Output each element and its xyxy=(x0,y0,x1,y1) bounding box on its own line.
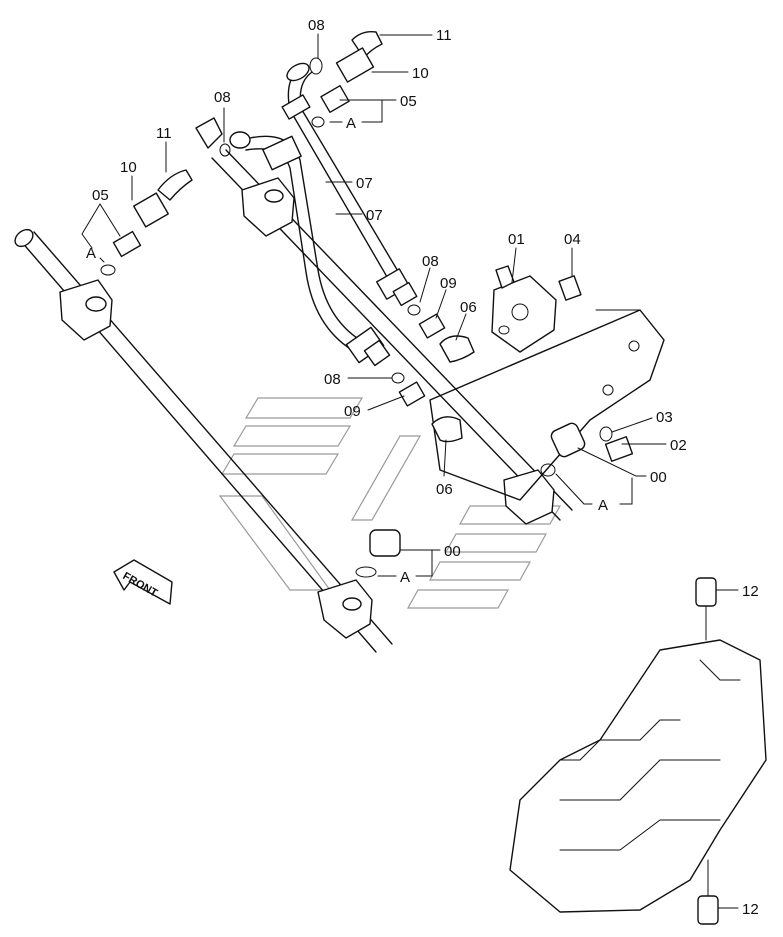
callout-07-upper: 07 xyxy=(356,175,373,192)
callout-a-left: A xyxy=(86,245,96,262)
callout-09-lower: 09 xyxy=(344,403,361,420)
callout-a-bottom: A xyxy=(400,569,410,586)
hose-07-lower xyxy=(229,131,391,367)
callout-12-bottom: 12 xyxy=(742,901,759,918)
callout-11-left: 11 xyxy=(156,125,172,142)
callout-a-right: A xyxy=(598,497,608,514)
callout-00-right: 00 xyxy=(650,469,667,486)
leader-lines xyxy=(81,33,739,909)
callout-02: 02 xyxy=(670,437,687,454)
control-valve-assembly xyxy=(509,577,767,925)
callout-00-bottom: 00 xyxy=(444,543,461,560)
left-fittings-group xyxy=(100,143,231,276)
callout-08-lower: 08 xyxy=(324,371,341,388)
upper-fittings-group xyxy=(309,30,383,128)
left-cylinder-tube xyxy=(14,228,393,653)
callout-a-top: A xyxy=(346,115,356,132)
callout-08-mid: 08 xyxy=(214,89,231,106)
callout-01: 01 xyxy=(508,231,525,248)
plugs-group xyxy=(355,422,634,578)
callout-03: 03 xyxy=(656,409,673,426)
front-direction-marker: FRONT xyxy=(113,559,173,605)
callout-04: 04 xyxy=(564,231,581,248)
callout-05-top: 05 xyxy=(400,93,417,110)
callout-08-right: 08 xyxy=(422,253,439,270)
valve-block-01 xyxy=(491,265,582,353)
bracket-plate xyxy=(429,309,665,501)
callout-labels: 08 11 10 05 A 08 11 10 05 A 07 07 01 04 … xyxy=(86,17,759,918)
callout-11-top: 11 xyxy=(436,27,452,44)
callout-10-top: 10 xyxy=(412,65,429,82)
callout-08-top: 08 xyxy=(308,17,325,34)
callout-10-left: 10 xyxy=(120,159,137,176)
callout-07-lower: 07 xyxy=(366,207,383,224)
callout-05-left: 05 xyxy=(92,187,109,204)
right-fittings-group xyxy=(391,304,475,443)
callout-06-right: 06 xyxy=(460,299,477,316)
hose-07-upper xyxy=(281,62,418,307)
callout-12-top: 12 xyxy=(742,583,759,600)
callout-09-right: 09 xyxy=(440,275,457,292)
upper-cylinder-tube xyxy=(195,117,573,525)
callout-06-lower: 06 xyxy=(436,481,453,498)
